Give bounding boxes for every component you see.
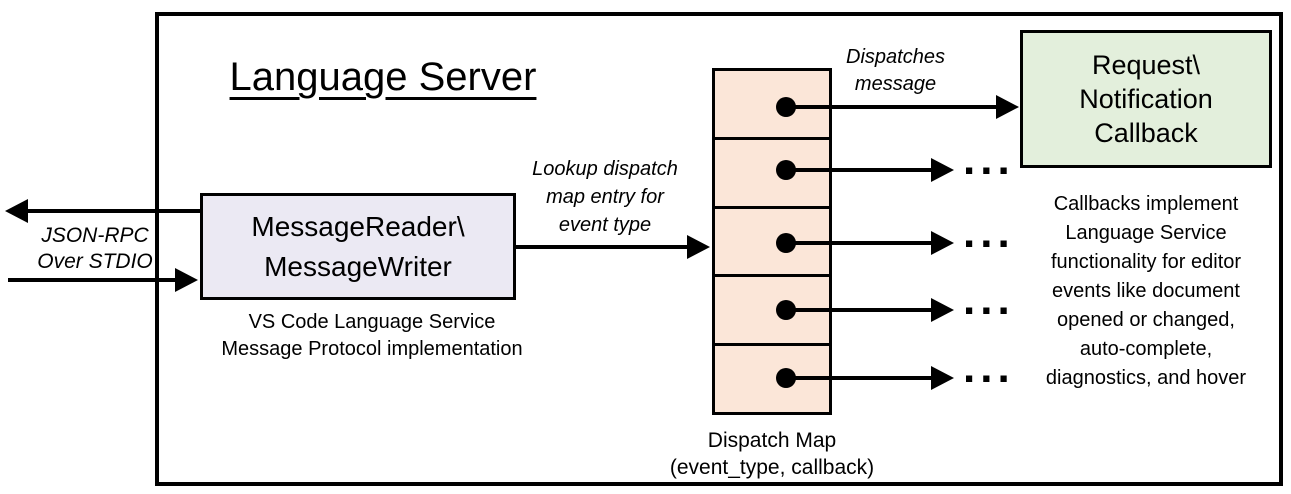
callbacks-note-line5: opened or changed, xyxy=(1057,309,1235,331)
lookup-dispatch-label-line3: event type xyxy=(558,214,652,236)
callbacks-note-line1: Callbacks implement xyxy=(1053,193,1239,215)
request-notification-callback-box: Request\ Notification Callback xyxy=(1020,30,1272,168)
dispatch-map-caption: Dispatch Map (event_type, callback) xyxy=(647,427,897,481)
json-rpc-stdio-label-line2: Over STDIO xyxy=(37,250,153,273)
lookup-dispatch-label-line2: map entry for xyxy=(546,186,664,208)
dispatch-map-cell xyxy=(715,343,829,412)
ellipsis: ... xyxy=(963,343,1015,392)
lookup-dispatch-label-line1: Lookup dispatch xyxy=(532,158,678,180)
callbacks-note-line6: auto-complete, xyxy=(1079,338,1213,360)
dispatch-map-caption-line2: (event_type, callback) xyxy=(669,456,875,479)
diagram-title: Language Server xyxy=(229,55,537,99)
dispatches-message-label: Dispatches message xyxy=(818,44,973,98)
reader-box-caption-line2: Message Protocol implementation xyxy=(221,338,523,360)
dispatch-map-cell xyxy=(715,274,829,343)
json-rpc-stdio-label: JSON-RPC Over STDIO xyxy=(10,223,180,275)
dispatches-message-label-line2: message xyxy=(854,73,937,95)
dispatch-map xyxy=(712,68,832,415)
lookup-dispatch-label: Lookup dispatch map entry for event type xyxy=(505,155,705,239)
reader-box-caption-line1: VS Code Language Service xyxy=(248,311,496,333)
callbacks-note-line2: Language Service xyxy=(1065,222,1227,244)
dispatch-map-cell xyxy=(715,71,829,137)
callbacks-note-line4: events like document xyxy=(1052,280,1240,302)
ellipsis: ... xyxy=(963,208,1015,257)
ellipsis: ... xyxy=(963,275,1015,324)
dispatch-map-cell xyxy=(715,136,829,206)
callbacks-note-line7: diagnostics, and hover xyxy=(1045,367,1247,389)
callback-box-line1: Request\ xyxy=(1091,50,1201,80)
ellipsis: ... xyxy=(963,135,1015,184)
dispatch-map-caption-line1: Dispatch Map xyxy=(707,429,837,452)
language-server-outer-box xyxy=(155,12,1283,486)
json-rpc-stdio-label-line1: JSON-RPC xyxy=(41,224,149,247)
callback-box-line3: Callback xyxy=(1094,118,1198,148)
message-reader-writer-line1: MessageReader\ xyxy=(251,210,465,242)
message-reader-writer-box: MessageReader\ MessageWriter xyxy=(200,193,516,300)
reader-box-caption: VS Code Language Service Message Protoco… xyxy=(192,309,552,363)
message-reader-writer-line2: MessageWriter xyxy=(264,250,452,282)
callbacks-note-line3: functionality for editor xyxy=(1050,251,1242,273)
dispatches-message-label-line1: Dispatches xyxy=(846,46,945,68)
callbacks-note: Callbacks implement Language Service fun… xyxy=(1015,190,1277,393)
dispatch-map-cell xyxy=(715,205,829,275)
callback-box-line2: Notification xyxy=(1079,84,1213,114)
